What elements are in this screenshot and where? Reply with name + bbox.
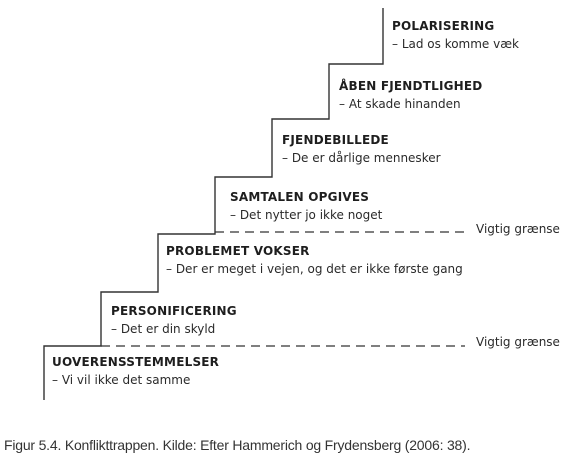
step-title-aaben-fjendtlighed: ÅBEN FJENDTLIGHED xyxy=(339,79,483,93)
step-title-fjendebillede: FJENDEBILLEDE xyxy=(282,133,389,147)
step-title-problemet-vokser: PROBLEMET VOKSER xyxy=(166,244,310,258)
step-subtitle-polarisering: – Lad os komme væk xyxy=(392,37,519,51)
figure-caption: Figur 5.4. Konflikttrappen. Kilde: Efter… xyxy=(4,437,471,453)
step-subtitle-uoverensstemmelser: – Vi vil ikke det samme xyxy=(52,373,191,387)
step-title-uoverensstemmelser: UOVERENSSTEMMELSER xyxy=(52,355,220,369)
step-title-polarisering: POLARISERING xyxy=(392,19,495,33)
step-subtitle-aaben-fjendtlighed: – At skade hinanden xyxy=(339,97,461,111)
step-title-personificering: PERSONIFICERING xyxy=(111,304,237,318)
staircase-outline xyxy=(43,8,384,400)
limit-label-lower: Vigtig grænse xyxy=(476,335,560,349)
step-subtitle-samtalen-opgives: – Det nytter jo ikke noget xyxy=(230,208,383,222)
limit-label-upper: Vigtig grænse xyxy=(476,222,560,236)
step-title-samtalen-opgives: SAMTALEN OPGIVES xyxy=(230,190,370,204)
step-subtitle-personificering: – Det er din skyld xyxy=(111,322,216,336)
step-subtitle-problemet-vokser: – Der er meget i vejen, og det er ikke f… xyxy=(166,262,463,276)
step-subtitle-fjendebillede: – De er dårlige mennesker xyxy=(282,151,441,165)
